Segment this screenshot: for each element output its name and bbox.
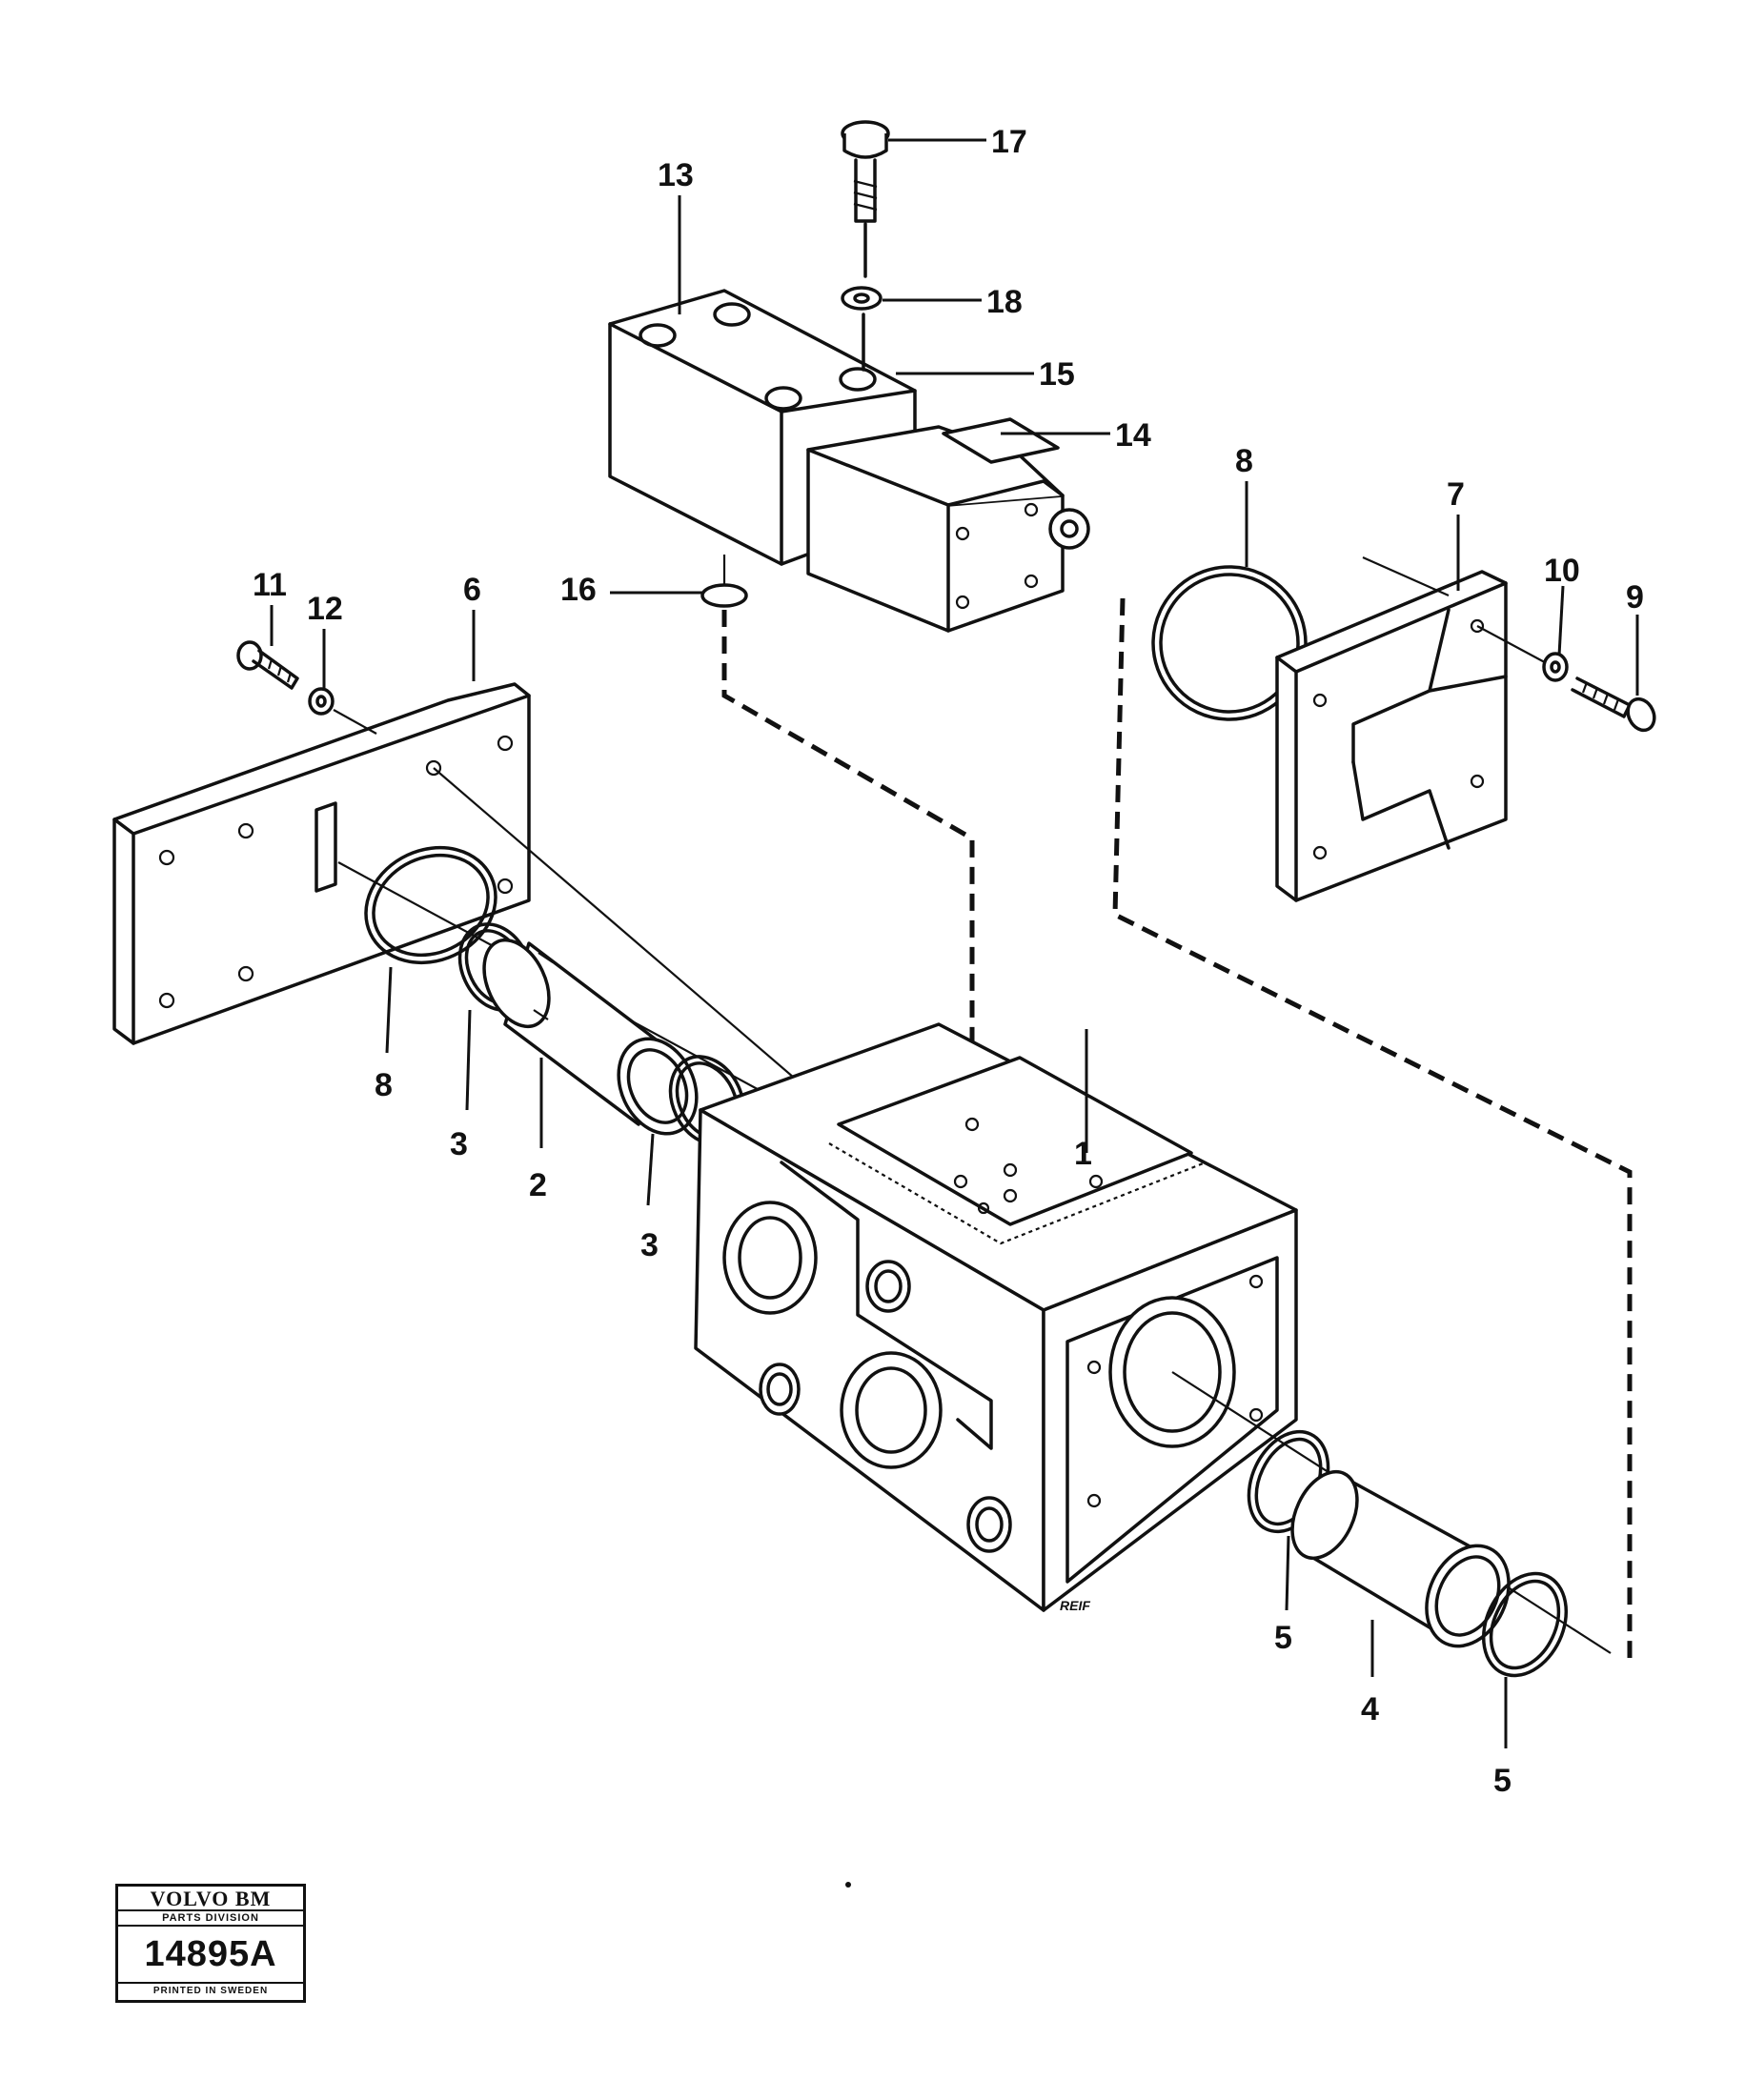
callout-6: 6 [463, 572, 481, 608]
assembly-line-valve [721, 610, 975, 1153]
callout-17: 17 [991, 124, 1027, 160]
callout-15: 15 [1039, 356, 1075, 393]
sleeve-4 [1290, 1469, 1511, 1648]
stamp-division: PARTS DIVISION [118, 1909, 303, 1927]
washer-12 [308, 687, 377, 735]
callout-labels: 1 2 3 3 4 5 5 6 7 8 8 9 10 11 12 13 14 1… [253, 124, 1644, 1799]
callout-2: 2 [529, 1167, 547, 1203]
solenoid-coil-14 [806, 417, 1090, 633]
callout-14: 14 [1115, 417, 1151, 454]
callout-10: 10 [1544, 553, 1580, 589]
assembly-line-plate7 [1112, 597, 1633, 1658]
callout-3b: 3 [640, 1227, 659, 1263]
callout-8a: 8 [1235, 443, 1253, 479]
o-ring-16 [700, 555, 748, 608]
callout-5a: 5 [1274, 1620, 1292, 1656]
cover-plate-7 [1275, 555, 1554, 902]
washer-10 [1542, 652, 1569, 682]
callout-7: 7 [1447, 476, 1465, 513]
screw-17 [841, 120, 890, 278]
parts-stamp: VOLVO BM PARTS DIVISION 14895A PRINTED I… [115, 1884, 306, 2003]
bolt-9 [1571, 676, 1656, 733]
ring-5-lower [1481, 1571, 1569, 1678]
callout-18: 18 [986, 284, 1023, 320]
washer-18 [841, 286, 883, 372]
callout-1: 1 [1074, 1136, 1092, 1172]
stray-dot [845, 1882, 851, 1888]
valve-block-1 [694, 1022, 1612, 1654]
artist-signature: REIF [1060, 1598, 1090, 1613]
o-ring-8-right [1151, 565, 1308, 721]
callout-12: 12 [307, 591, 343, 627]
callout-13: 13 [658, 157, 694, 193]
callout-16: 16 [560, 572, 597, 608]
callout-5b: 5 [1493, 1763, 1512, 1799]
callout-leaders [270, 138, 1639, 1748]
stamp-code: 14895A [144, 1934, 277, 1974]
callout-8b: 8 [375, 1067, 393, 1103]
stamp-brand: VOLVO BM [150, 1887, 272, 1910]
bolt-11 [236, 640, 299, 690]
callout-3a: 3 [450, 1126, 468, 1162]
callout-11: 11 [253, 567, 287, 603]
callout-9: 9 [1626, 579, 1644, 616]
o-ring-8-left [364, 845, 497, 965]
callout-4: 4 [1361, 1691, 1379, 1727]
stamp-printed: PRINTED IN SWEDEN [118, 1982, 303, 1999]
